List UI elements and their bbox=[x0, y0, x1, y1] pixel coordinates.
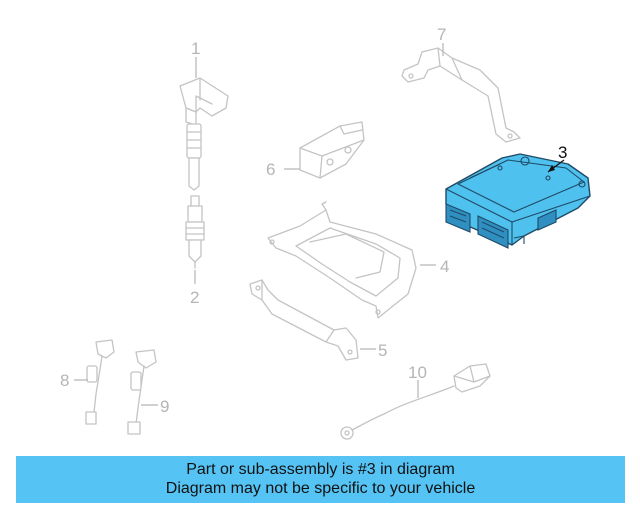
mounting-bracket-7 bbox=[401, 47, 521, 143]
callout-5: 5 bbox=[378, 341, 387, 360]
callout-4: 4 bbox=[440, 257, 449, 276]
ignition-cable-9 bbox=[127, 349, 157, 435]
callout-2: 2 bbox=[190, 288, 199, 307]
engine-control-module bbox=[445, 153, 591, 249]
mounting-tray-4 bbox=[267, 201, 417, 319]
knock-sensor-10 bbox=[340, 363, 491, 440]
callout-6: 6 bbox=[266, 160, 275, 179]
callout-3: 3 bbox=[558, 143, 567, 162]
ignition-cable-8 bbox=[85, 339, 115, 425]
banner-line-part-number: Part or sub-assembly is #3 in diagram bbox=[186, 461, 455, 478]
parts-diagram: 1 2 7 3 bbox=[60, 25, 591, 440]
spark-plug bbox=[185, 195, 205, 269]
sensor-module-6 bbox=[299, 121, 365, 179]
mounting-bracket-5 bbox=[249, 279, 359, 361]
banner-line-disclaimer: Diagram may not be specific to your vehi… bbox=[165, 480, 476, 497]
callout-8: 8 bbox=[60, 371, 69, 390]
callout-1: 1 bbox=[191, 39, 200, 58]
callout-7: 7 bbox=[437, 25, 446, 44]
callout-9: 9 bbox=[160, 397, 169, 416]
ignition-coil bbox=[179, 77, 229, 191]
callout-10: 10 bbox=[408, 363, 427, 382]
leader-arrow-3 bbox=[548, 165, 555, 172]
info-banner: Part or sub-assembly is #3 in diagram Di… bbox=[16, 456, 625, 503]
